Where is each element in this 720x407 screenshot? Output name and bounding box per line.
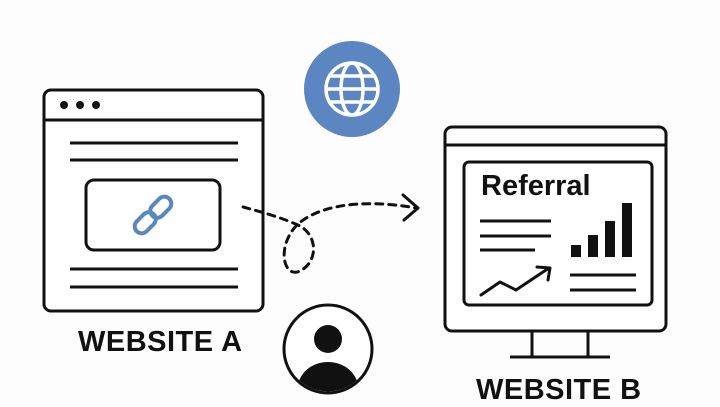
window-dot-icon [60,101,68,109]
referral-heading: Referral [481,170,591,202]
user-avatar-icon [282,303,374,395]
bar-chart-icon [571,203,632,257]
arrowhead-icon [401,193,420,222]
window-dot-icon [76,101,84,109]
trend-arrow-icon [479,265,552,297]
globe-icon [304,41,400,137]
window-dot-icon [92,101,100,109]
website-b-label: WEBSITE B [476,374,642,406]
website-b-monitor [443,125,668,359]
website-a-label: WEBSITE A [78,326,243,358]
link-icon [132,194,174,236]
website-a-browser-window [42,88,265,313]
monitor-screen [462,160,654,307]
dashed-arrow [241,193,420,274]
